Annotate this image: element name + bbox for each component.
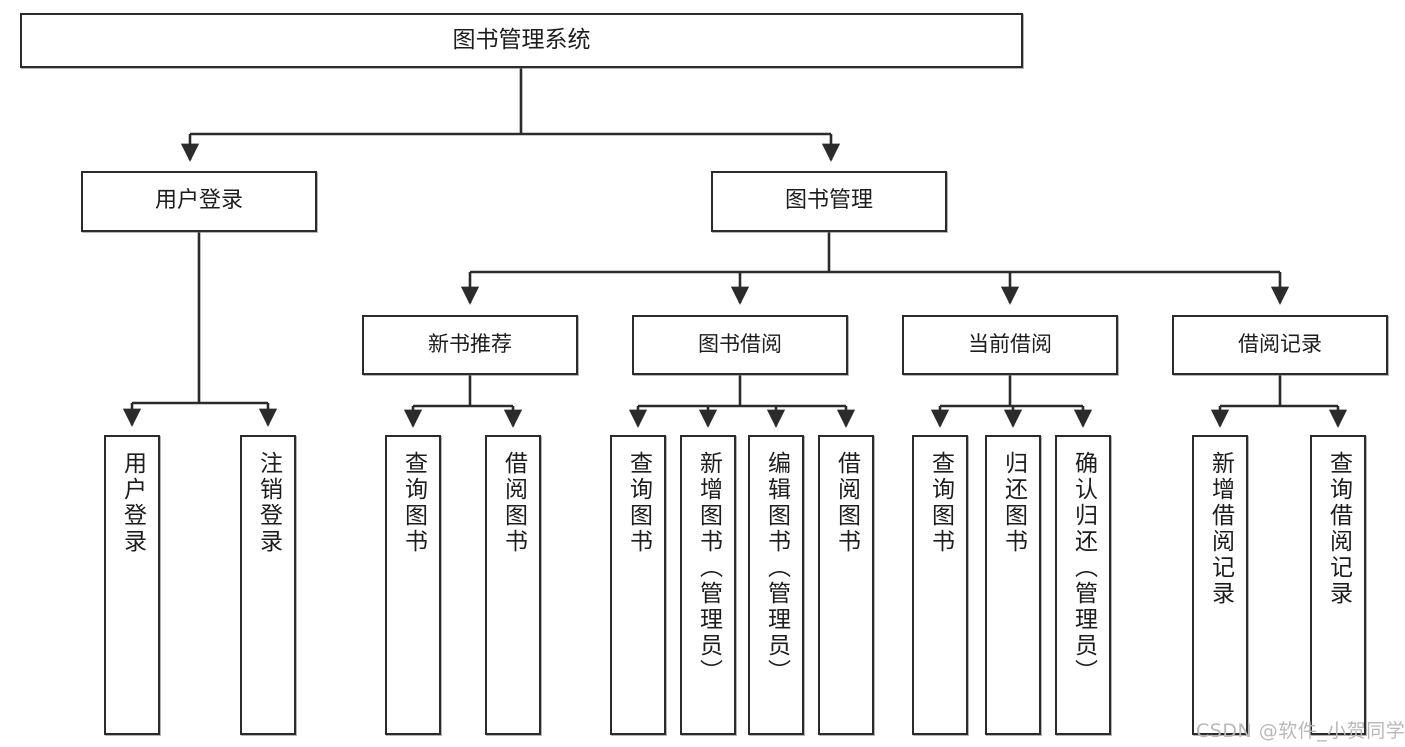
node-leaf-query-book-rec[interactable]: 查询图书: [385, 435, 441, 735]
node-leaf-add-record-label: 新增借阅记录: [1207, 451, 1234, 607]
node-book-manage[interactable]: 图书管理: [711, 171, 947, 232]
node-book-manage-label: 图书管理: [784, 188, 873, 214]
node-new-book-recommend[interactable]: 新书推荐: [362, 315, 578, 375]
node-leaf-query-book-label: 查询图书: [625, 451, 652, 555]
node-leaf-add-book-admin[interactable]: 新增图书（管理员）: [680, 435, 736, 735]
node-root-label: 图书管理系统: [452, 26, 591, 53]
node-user-login[interactable]: 用户登录: [81, 171, 317, 232]
node-leaf-user-logout-label: 注销登录: [255, 451, 282, 555]
node-borrow-record[interactable]: 借阅记录: [1172, 315, 1388, 375]
node-leaf-borrow-book-label: 借阅图书: [833, 451, 860, 555]
node-leaf-edit-book-admin[interactable]: 编辑图书（管理员）: [748, 435, 804, 735]
node-leaf-edit-book-admin-label: 编辑图书（管理员）: [763, 451, 790, 685]
node-borrow-record-label: 借阅记录: [1238, 332, 1322, 357]
node-leaf-user-logout[interactable]: 注销登录: [240, 435, 296, 735]
node-leaf-query-book-cur-label: 查询图书: [927, 451, 954, 555]
node-leaf-user-login-label: 用户登录: [119, 451, 146, 555]
node-current-borrow[interactable]: 当前借阅: [902, 315, 1118, 375]
node-leaf-query-record[interactable]: 查询借阅记录: [1310, 435, 1366, 735]
node-root[interactable]: 图书管理系统: [20, 13, 1023, 68]
node-leaf-query-book-rec-label: 查询图书: [400, 451, 427, 555]
node-leaf-query-record-label: 查询借阅记录: [1325, 451, 1352, 607]
node-leaf-query-book-cur[interactable]: 查询图书: [912, 435, 968, 735]
node-leaf-return-book[interactable]: 归还图书: [985, 435, 1041, 735]
node-leaf-user-login[interactable]: 用户登录: [104, 435, 160, 735]
node-leaf-borrow-book-rec[interactable]: 借阅图书: [485, 435, 541, 735]
node-book-borrow-label: 图书借阅: [698, 332, 782, 357]
node-leaf-return-book-label: 归还图书: [1000, 451, 1027, 555]
node-leaf-borrow-book[interactable]: 借阅图书: [818, 435, 874, 735]
node-leaf-add-record[interactable]: 新增借阅记录: [1192, 435, 1248, 735]
node-leaf-add-book-admin-label: 新增图书（管理员）: [695, 451, 722, 685]
node-new-book-recommend-label: 新书推荐: [428, 332, 512, 357]
node-leaf-confirm-return[interactable]: 确认归还（管理员）: [1055, 435, 1111, 735]
node-leaf-confirm-return-label: 确认归还（管理员）: [1070, 451, 1097, 685]
node-current-borrow-label: 当前借阅: [968, 332, 1052, 357]
csdn-watermark: CSDN @软件_小贺同学: [1196, 720, 1405, 742]
node-book-borrow[interactable]: 图书借阅: [632, 315, 848, 375]
node-leaf-query-book[interactable]: 查询图书: [610, 435, 666, 735]
node-user-login-label: 用户登录: [154, 188, 243, 214]
node-leaf-borrow-book-rec-label: 借阅图书: [500, 451, 527, 555]
